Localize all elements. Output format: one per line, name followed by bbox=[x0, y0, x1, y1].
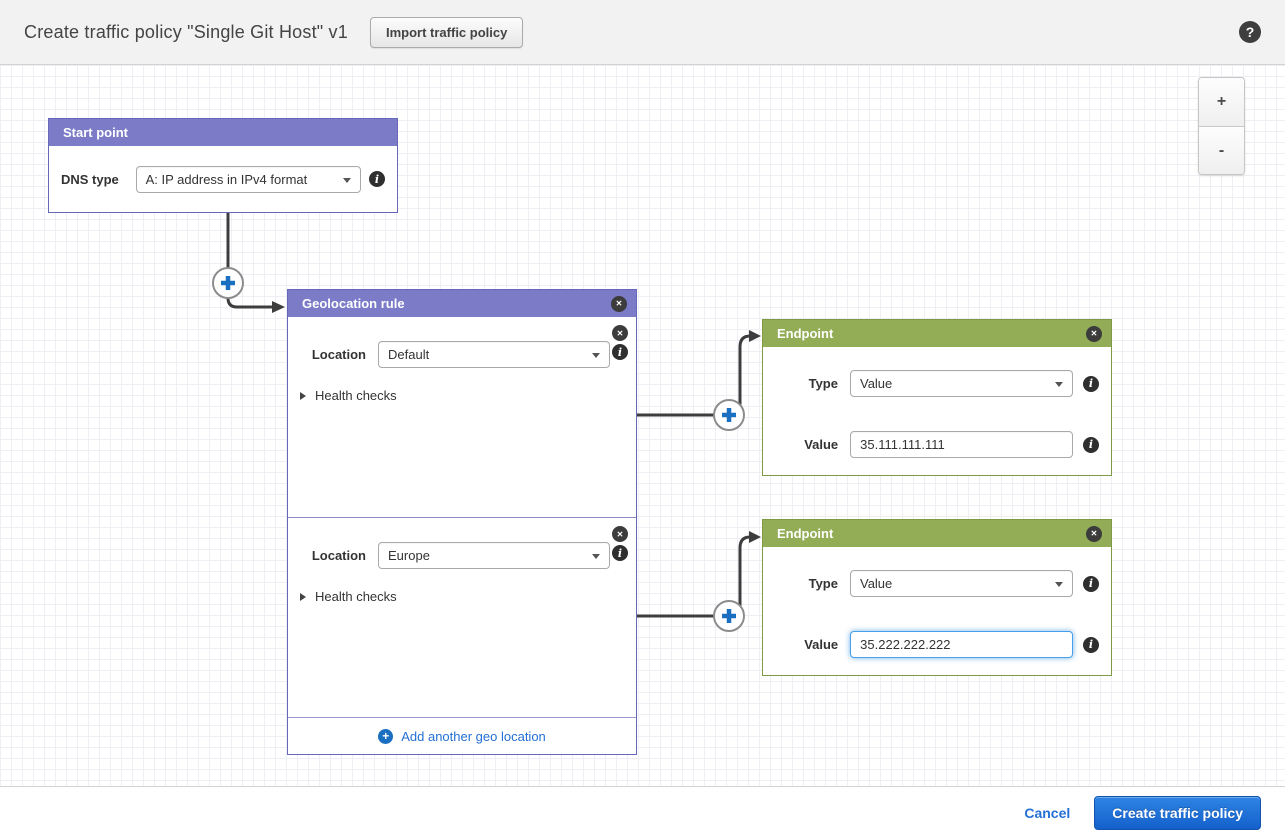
geo-rule-row-default: ✕ i Location Default Health checks bbox=[288, 317, 636, 517]
import-traffic-policy-button[interactable]: Import traffic policy bbox=[369, 16, 524, 48]
plus-icon bbox=[722, 609, 736, 623]
geo-rule-default-info-icon[interactable]: i bbox=[612, 344, 628, 360]
location-label: Location bbox=[311, 548, 366, 563]
endpoint-1-value-input[interactable] bbox=[850, 431, 1073, 458]
geo-rule-default-close-icon[interactable]: ✕ bbox=[612, 325, 628, 341]
value-label: Value bbox=[804, 437, 839, 452]
expand-arrow-icon bbox=[300, 592, 306, 601]
geolocation-rule-close-icon[interactable]: ✕ bbox=[611, 295, 627, 312]
add-branch-button-start[interactable] bbox=[212, 267, 244, 299]
zoom-in-button[interactable]: + bbox=[1199, 78, 1244, 126]
endpoint-2-value-input[interactable] bbox=[850, 631, 1073, 658]
chevron-down-icon bbox=[343, 177, 351, 183]
action-bar: Cancel Create traffic policy bbox=[0, 786, 1285, 838]
type-selected-value: Value bbox=[859, 376, 893, 391]
top-bar: Create traffic policy "Single Git Host" … bbox=[0, 0, 1285, 65]
plus-icon bbox=[221, 276, 235, 290]
geo-rule-europe-close-icon[interactable]: ✕ bbox=[612, 526, 628, 542]
location-dropdown-europe[interactable]: Europe bbox=[378, 542, 610, 569]
start-point-title: Start point bbox=[63, 125, 128, 140]
expand-arrow-icon bbox=[300, 391, 306, 400]
arrowhead-into-endpoint-1 bbox=[749, 330, 761, 342]
endpoint-2-header: Endpoint ✕ bbox=[763, 520, 1111, 547]
add-another-geo-location-button[interactable]: + Add another geo location bbox=[288, 717, 636, 754]
location-selected-value: Europe bbox=[388, 548, 430, 563]
chevron-down-icon bbox=[592, 353, 600, 358]
arrowhead-into-endpoint-2 bbox=[749, 531, 761, 543]
start-point-header: Start point bbox=[49, 119, 397, 146]
endpoint-1-value-row: Value i bbox=[775, 431, 1099, 458]
endpoint-2-type-info-icon[interactable]: i bbox=[1083, 575, 1099, 592]
endpoint-2-type-row: Type Value i bbox=[775, 570, 1099, 597]
endpoint-1-type-dropdown[interactable]: Value bbox=[849, 370, 1073, 397]
endpoint-1-value-info-icon[interactable]: i bbox=[1083, 436, 1099, 453]
add-icon: + bbox=[378, 728, 394, 744]
canvas-zoom-controls: + - bbox=[1198, 77, 1245, 175]
connector-lines bbox=[212, 213, 761, 632]
endpoint-1-type-info-icon[interactable]: i bbox=[1083, 375, 1099, 392]
geo-location-row: Location Europe bbox=[300, 542, 610, 569]
health-checks-label: Health checks bbox=[315, 589, 397, 604]
endpoint-2-value-row: Value i bbox=[775, 631, 1099, 658]
location-selected-value: Default bbox=[388, 347, 430, 362]
chevron-down-icon bbox=[592, 554, 600, 559]
health-checks-label: Health checks bbox=[315, 388, 397, 403]
add-branch-button-geo2[interactable] bbox=[713, 600, 745, 632]
add-another-geo-location-label: Add another geo location bbox=[401, 728, 546, 744]
endpoint-2-value-info-icon[interactable]: i bbox=[1083, 636, 1099, 653]
start-point-node: Start point DNS type A: IP address in IP… bbox=[48, 118, 398, 213]
create-traffic-policy-button[interactable]: Create traffic policy bbox=[1094, 795, 1261, 830]
type-label: Type bbox=[808, 376, 838, 391]
zoom-out-button[interactable]: - bbox=[1199, 126, 1244, 174]
connector-geo2-elbow bbox=[738, 535, 751, 606]
dns-type-info-icon[interactable]: i bbox=[369, 171, 385, 187]
endpoint-2-title: Endpoint bbox=[777, 526, 834, 541]
endpoint-2-close-icon[interactable]: ✕ bbox=[1086, 525, 1102, 542]
endpoint-1-title: Endpoint bbox=[777, 326, 834, 341]
dns-type-selected-value: A: IP address in IPv4 format bbox=[145, 171, 308, 187]
location-label: Location bbox=[311, 347, 366, 362]
page-title: Create traffic policy "Single Git Host" … bbox=[24, 21, 348, 42]
health-checks-toggle-default[interactable]: Health checks bbox=[300, 388, 397, 403]
health-checks-toggle-europe[interactable]: Health checks bbox=[300, 589, 397, 604]
endpoint-node-2: Endpoint ✕ Type Value i Value i bbox=[762, 519, 1112, 676]
endpoint-node-1: Endpoint ✕ Type Value i Value i bbox=[762, 319, 1112, 476]
endpoint-1-close-icon[interactable]: ✕ bbox=[1086, 325, 1102, 342]
add-branch-button-geo1[interactable] bbox=[713, 399, 745, 431]
policy-canvas[interactable]: + - Start point DNS type A: IP address i… bbox=[0, 65, 1285, 786]
arrowhead-into-geolocation bbox=[272, 301, 285, 313]
geolocation-rule-title: Geolocation rule bbox=[302, 296, 405, 311]
geolocation-rule-header: Geolocation rule ✕ bbox=[288, 290, 636, 317]
connector-start-elbow bbox=[226, 297, 272, 309]
type-selected-value: Value bbox=[859, 576, 893, 591]
geolocation-rule-node: Geolocation rule ✕ ✕ i Location Default … bbox=[287, 289, 637, 755]
dns-type-label: DNS type bbox=[61, 171, 119, 187]
geo-rule-row-europe: ✕ i Location Europe Health checks bbox=[288, 517, 636, 717]
geo-location-row: Location Default bbox=[300, 341, 610, 368]
value-label: Value bbox=[804, 637, 839, 652]
endpoint-2-type-dropdown[interactable]: Value bbox=[849, 570, 1073, 597]
geo-rule-europe-info-icon[interactable]: i bbox=[612, 545, 628, 561]
endpoint-1-header: Endpoint ✕ bbox=[763, 320, 1111, 347]
type-label: Type bbox=[808, 576, 838, 591]
start-point-body: DNS type A: IP address in IPv4 format i bbox=[49, 146, 397, 212]
help-icon[interactable]: ? bbox=[1239, 21, 1261, 43]
dns-type-dropdown[interactable]: A: IP address in IPv4 format bbox=[135, 165, 361, 193]
cancel-button[interactable]: Cancel bbox=[1024, 804, 1071, 821]
chevron-down-icon bbox=[1055, 382, 1063, 387]
chevron-down-icon bbox=[1055, 582, 1063, 587]
connector-geo1-elbow bbox=[738, 334, 751, 405]
location-dropdown-default[interactable]: Default bbox=[378, 341, 610, 368]
endpoint-1-type-row: Type Value i bbox=[775, 370, 1099, 397]
plus-icon bbox=[722, 408, 736, 422]
